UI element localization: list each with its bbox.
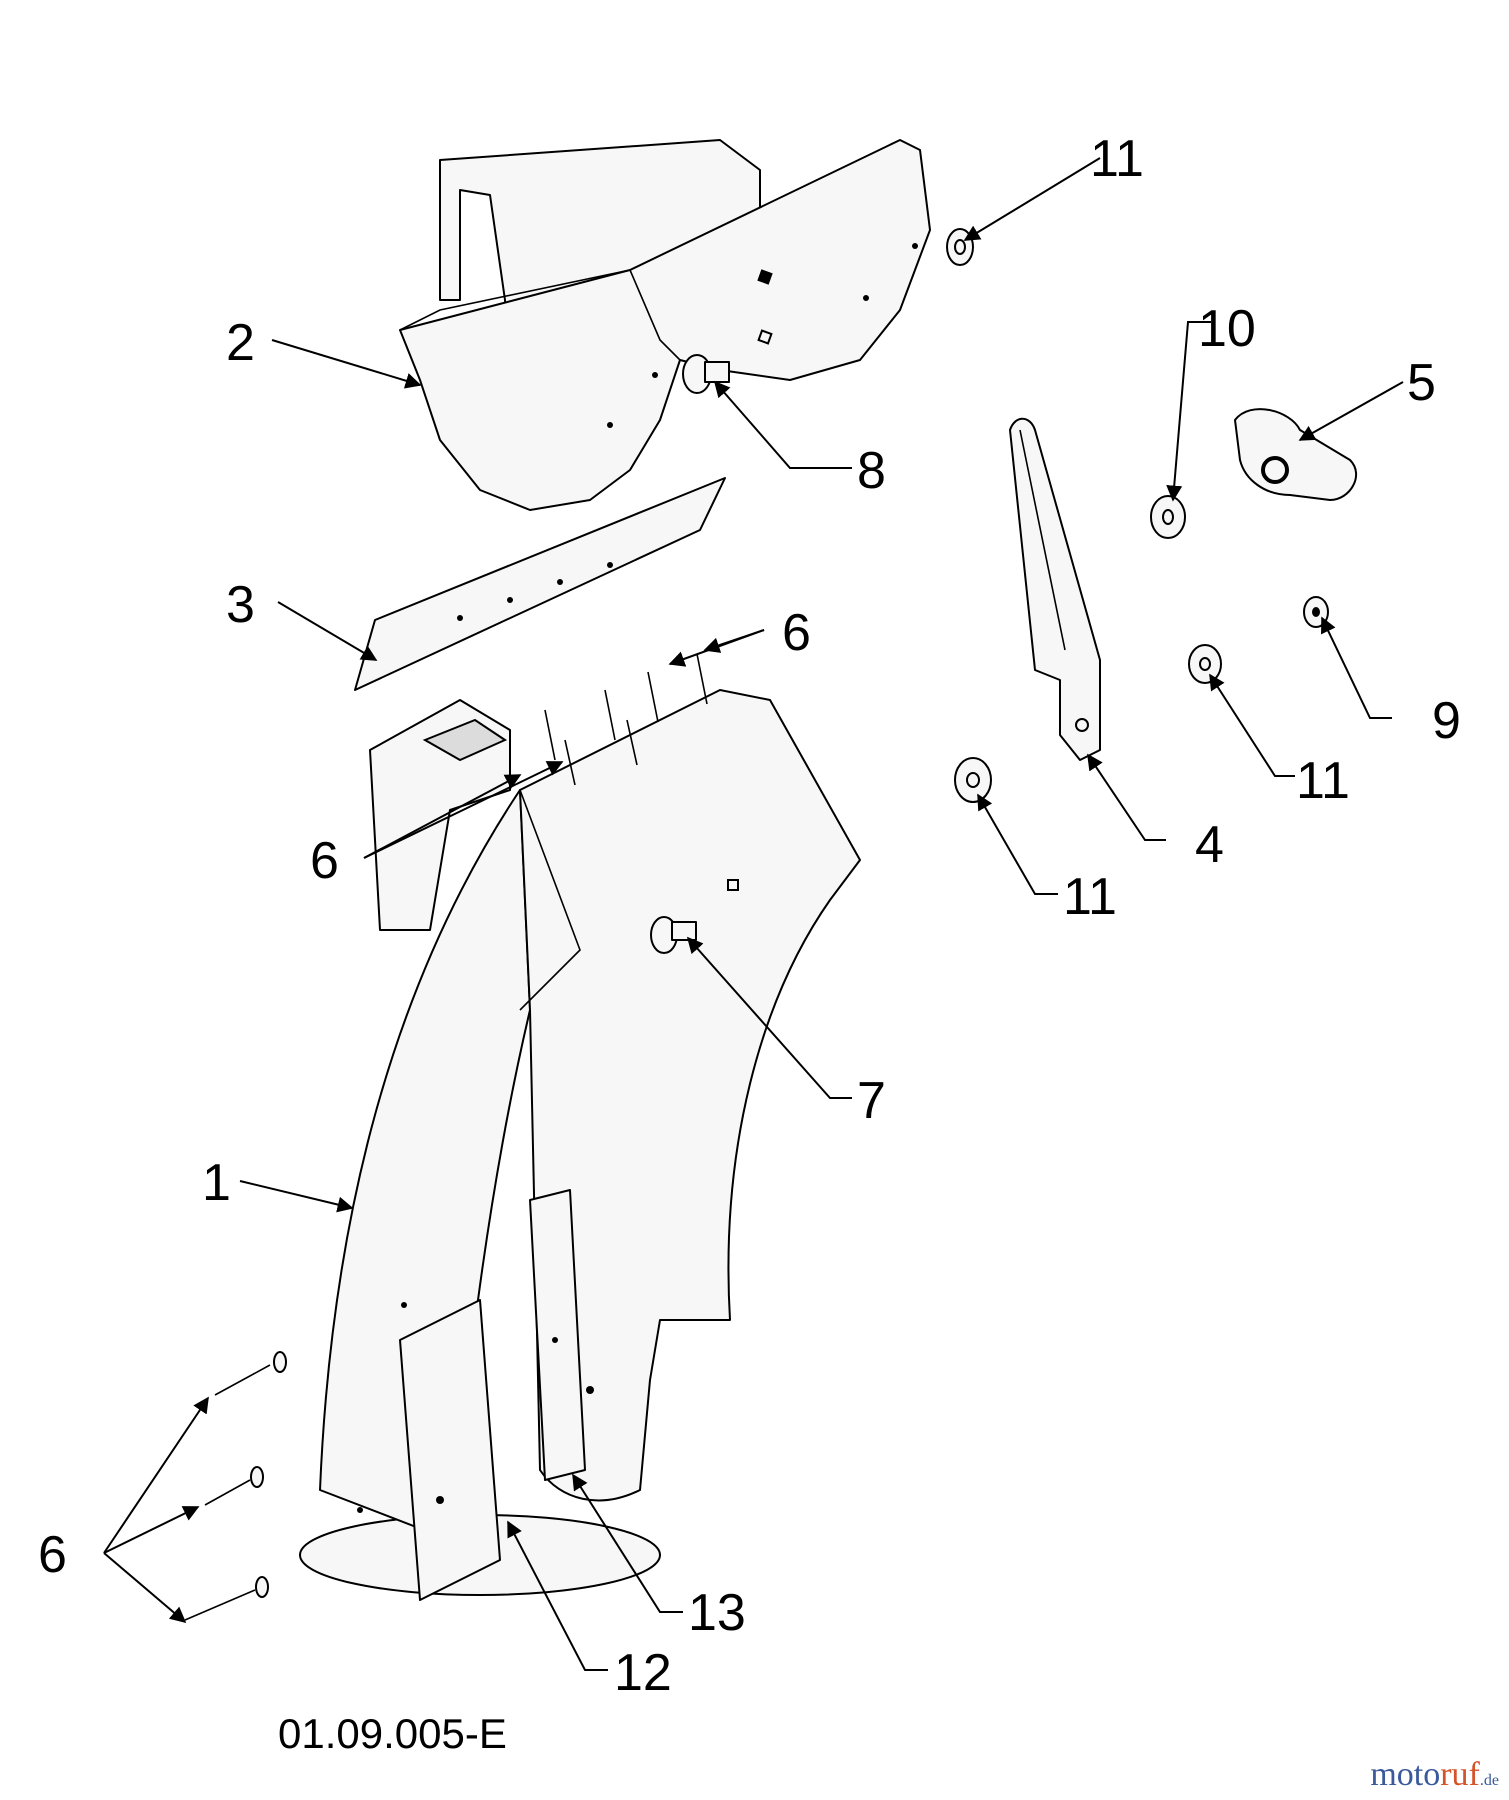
watermark-logo: motoruf.de (1370, 1756, 1499, 1793)
washer-10 (1150, 495, 1186, 539)
callout-6-top: 6 (782, 604, 811, 662)
leader-lines (103, 157, 1404, 1671)
callout-6-middle: 6 (310, 832, 339, 890)
part-knob (1234, 408, 1357, 501)
part-plate-13 (529, 1189, 586, 1481)
callout-4: 4 (1195, 816, 1224, 874)
callout-2: 2 (226, 314, 255, 372)
part-plate-12 (399, 1299, 501, 1601)
callout-labels: 11 2 10 5 8 3 6 9 11 6 4 11 7 1 6 13 12 (38, 130, 1461, 1702)
callout-7: 7 (857, 1072, 886, 1130)
part-deflector (399, 139, 931, 511)
part-bracket (1009, 417, 1101, 761)
callout-5: 5 (1407, 354, 1436, 412)
part-shoulder-bolt-7 (650, 916, 697, 954)
part-blade (354, 477, 726, 691)
rivets-6-top (544, 653, 708, 786)
rivets-6-bottom (184, 1351, 287, 1621)
washer-11-top (946, 228, 974, 266)
callout-12: 12 (614, 1644, 672, 1702)
callout-6-bottom: 6 (38, 1526, 67, 1584)
washer-11-bottom (954, 757, 992, 803)
callout-8: 8 (857, 442, 886, 500)
callout-11-right: 11 (1296, 752, 1350, 810)
part-chute-body (299, 689, 861, 1596)
callout-11-bottom: 11 (1063, 868, 1117, 926)
callout-11-top: 11 (1090, 130, 1144, 188)
callout-13: 13 (688, 1584, 746, 1642)
callout-9: 9 (1432, 692, 1461, 750)
drawing-code: 01.09.005-E (278, 1710, 507, 1757)
callout-3: 3 (226, 576, 255, 634)
callout-1: 1 (202, 1154, 231, 1212)
part-shoulder-bolt-8 (682, 354, 730, 394)
callout-10: 10 (1198, 300, 1256, 358)
washer-11-right (1188, 644, 1222, 684)
